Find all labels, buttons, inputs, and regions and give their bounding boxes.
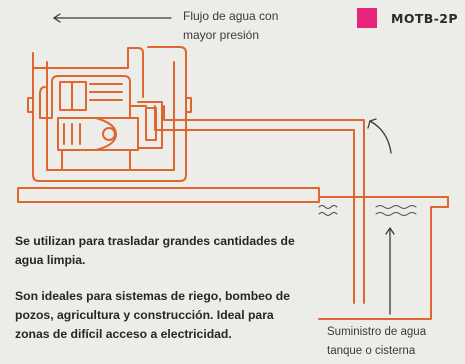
ground-platform <box>17 187 320 203</box>
left-arrow-icon <box>52 13 172 23</box>
pump-engine <box>39 75 163 171</box>
up-arrow-icon <box>385 226 395 315</box>
pump-frame <box>27 46 192 182</box>
suction-hose <box>154 105 355 304</box>
tank-outline <box>318 196 449 320</box>
description-paragraph-2: Son ideales para sistemas de riego, bomb… <box>15 289 290 341</box>
up-curved-arrow-icon <box>367 118 392 154</box>
flow-label-line-2: mayor presión <box>183 28 260 42</box>
supply-label-line-1: Suministro de agua <box>327 326 427 338</box>
outlet-hose <box>32 47 144 98</box>
flow-label-line-1: Flujo de agua con <box>183 9 279 23</box>
supply-label: Suministro de agua tanque o cisterna <box>327 323 462 361</box>
description-paragraph-1: Se utilizan para trasladar grandes canti… <box>15 234 295 267</box>
model-badge: MOTB-2P <box>357 8 458 28</box>
water-wave-icon <box>318 205 417 216</box>
flow-label: Flujo de agua con mayor presión <box>183 7 303 45</box>
model-code: MOTB-2P <box>391 10 458 26</box>
supply-label-line-2: tanque o cisterna <box>327 345 416 357</box>
accent-swatch <box>357 8 377 28</box>
